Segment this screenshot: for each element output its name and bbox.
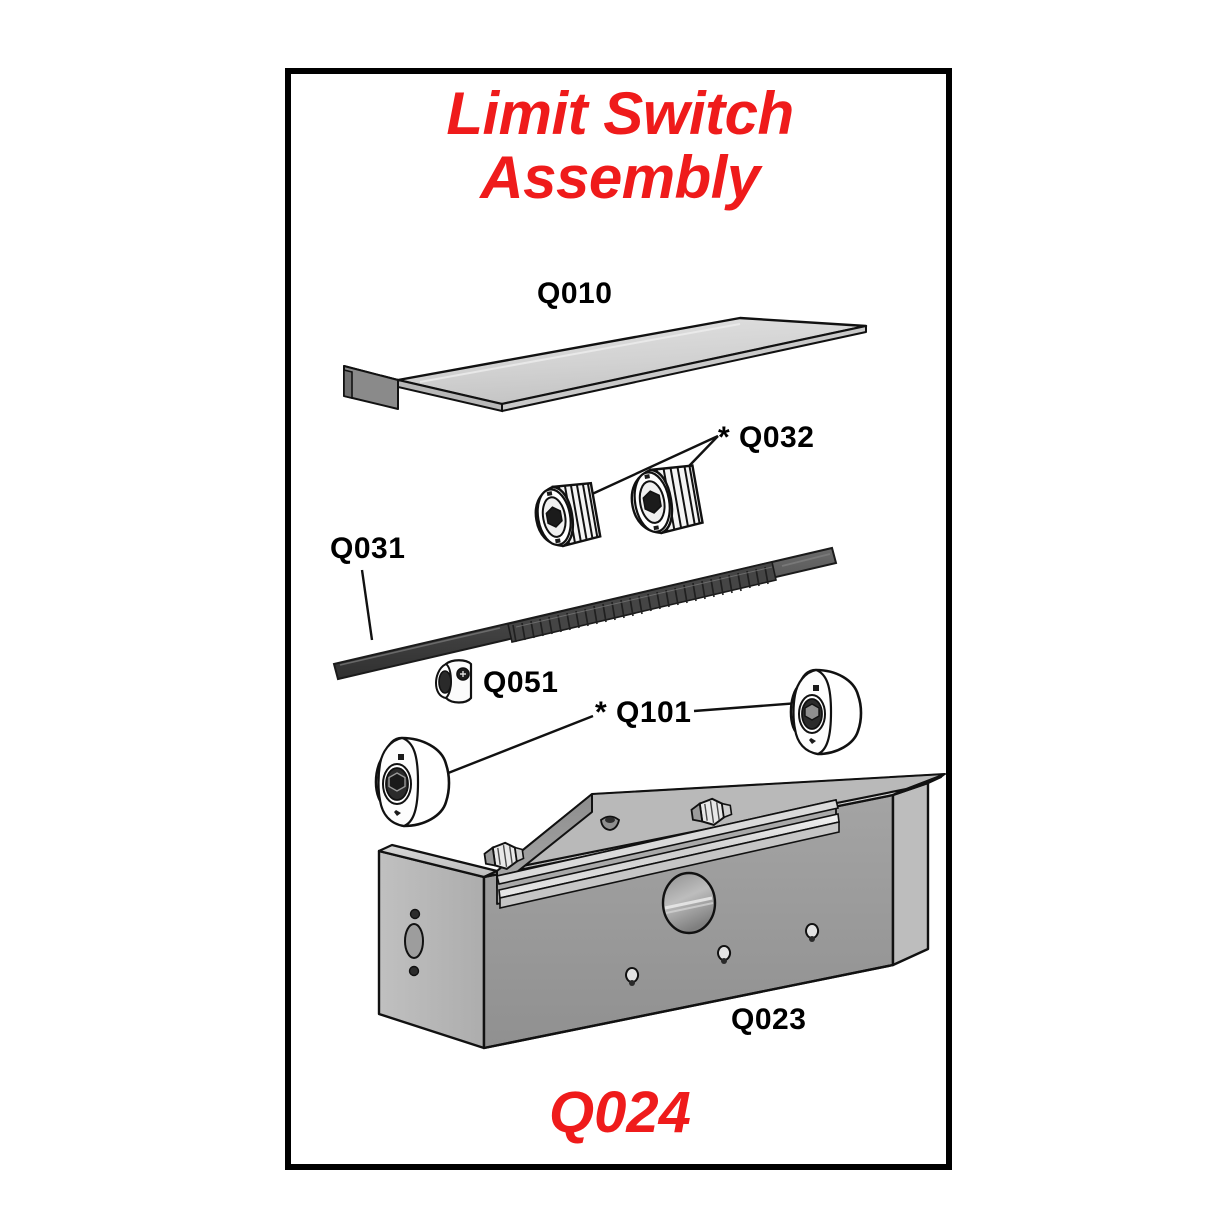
page-title: Limit Switch Assembly <box>446 80 794 211</box>
part-label-q051: Q051 <box>483 666 559 699</box>
diagram-frame <box>285 68 952 1170</box>
part-label-q031: Q031 <box>330 532 406 565</box>
assembly-code: Q024 <box>549 1080 691 1145</box>
part-label-q023: Q023 <box>731 1003 807 1036</box>
part-label-q101: * Q101 <box>595 696 692 729</box>
part-label-q010: Q010 <box>537 277 613 310</box>
part-label-q032: * Q032 <box>718 421 815 454</box>
